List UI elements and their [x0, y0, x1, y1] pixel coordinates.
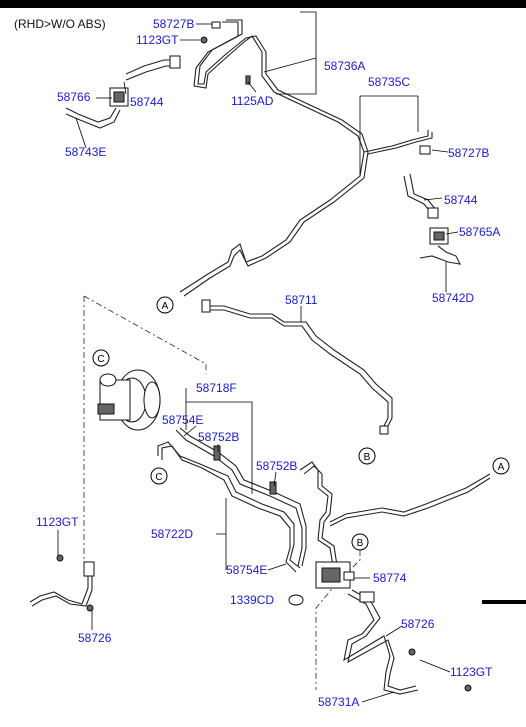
callout-1123GT-left: 1123GT: [36, 515, 79, 529]
callout-58744-right: 58744: [444, 193, 478, 207]
ref-circle-C-booster: C: [92, 349, 110, 367]
clip-58727B-top: [211, 21, 221, 29]
edge-mark: [482, 600, 526, 604]
callout-58754E-lower: 58754E: [226, 563, 267, 577]
brake-hose-left-parallel: [31, 572, 93, 607]
proportioning-valve: [315, 561, 355, 589]
fitting-lower-left: [83, 561, 95, 577]
brake-pipe-58754E: [175, 429, 303, 567]
callout-1123GT-right: 1123GT: [450, 665, 493, 679]
callout-58766: 58766: [57, 90, 91, 104]
top-border: [0, 0, 526, 8]
callout-58743E: 58743E: [65, 145, 106, 159]
clip-58726-left: [86, 604, 94, 612]
brake-pipe-58743E: [65, 107, 117, 123]
brake-pipe-58722D-parallel: [161, 445, 297, 573]
brake-hose-58744-left: [125, 59, 176, 75]
callout-58744-left: 58744: [130, 95, 164, 109]
connector-58766: [109, 87, 129, 107]
fitting-58711-end: [379, 425, 389, 435]
callout-58726-left: 58726: [78, 631, 112, 645]
fitting-right-end: [427, 207, 439, 219]
leader-lines: [57, 11, 459, 703]
callout-58727B-top: 58727B: [153, 17, 194, 31]
ref-circle-A-right: A: [492, 457, 510, 475]
callout-1339CD: 1339CD: [230, 593, 274, 607]
callout-58727B-right: 58727B: [448, 146, 489, 160]
fitting-58752B-left: [213, 445, 221, 461]
svg-text:A: A: [162, 301, 169, 312]
brake-pipe-to-A-parallel: [329, 477, 491, 527]
callout-1125AD: 1125AD: [231, 94, 274, 108]
brake-pipe-58752B: [299, 461, 335, 573]
ref-circle-A-left: A: [156, 296, 174, 314]
ref-circle-C-lower: C: [150, 467, 168, 485]
brake-hose-58744-right-parallel: [409, 173, 437, 211]
callout-58711: 58711: [285, 293, 318, 307]
brake-hose-58744-left-parallel: [125, 65, 176, 81]
brake-pipe-58711: [206, 305, 393, 431]
bolt-1123GT-top: [200, 36, 208, 44]
callout-58726-right: 58726: [401, 617, 435, 631]
brake-hose-left: [29, 570, 89, 605]
brake-pipe-58752B-parallel: [303, 465, 339, 573]
callout-1123GT-top: 1123GT: [136, 33, 179, 47]
svg-text:A: A: [498, 462, 505, 473]
fitting-58711-start: [201, 299, 211, 313]
svg-text:C: C: [155, 472, 162, 483]
svg-text:B: B: [357, 538, 364, 549]
clip-58727B-right: [419, 145, 431, 155]
callout-58731A: 58731A: [318, 695, 359, 709]
variant-note: (RHD>W/O ABS): [14, 17, 106, 31]
callout-58765A: 58765A: [459, 225, 500, 239]
fitting-lower-right: [359, 591, 375, 603]
ref-circle-B-upper: B: [358, 447, 376, 465]
ref-line-C-to-A: [83, 295, 207, 570]
svg-text:C: C: [97, 354, 104, 365]
svg-text:B: B: [364, 452, 371, 463]
brake-pipe-58743E-parallel: [65, 109, 121, 129]
callout-58752B-mid: 58752B: [256, 459, 297, 473]
brake-booster: [97, 369, 161, 431]
bolt-1123GT-right: [464, 684, 472, 692]
callout-58754E-upper: 58754E: [162, 413, 203, 427]
callout-58718F: 58718F: [196, 381, 237, 395]
brake-pipe-58731A: [343, 593, 419, 695]
fitting-58752B-mid: [269, 481, 277, 495]
clip-1125AD: [245, 75, 251, 85]
callout-58774: 58774: [373, 571, 407, 585]
callout-58736A: 58736A: [324, 59, 365, 73]
brake-pipe-58722D: [157, 441, 301, 569]
connector-58765A: [429, 227, 449, 245]
bolt-1123GT-left: [56, 554, 64, 562]
brake-pipe-58736A: [179, 21, 365, 293]
ref-circle-B-lower: B: [351, 533, 369, 551]
callout-58752B-left: 58752B: [198, 430, 239, 444]
brake-pipe-58731A-parallel: [347, 589, 417, 691]
grommet-1339CD: [288, 594, 304, 606]
callout-58742D: 58742D: [432, 291, 474, 305]
fitting-top-left-end: [169, 55, 181, 69]
callout-58735C: 58735C: [368, 75, 410, 89]
brake-pipe-58754E-parallel: [179, 427, 307, 567]
brake-pipe-58742D: [419, 245, 461, 265]
callout-58722D: 58722D: [151, 527, 193, 541]
brake-pipe-58711-parallel: [206, 309, 389, 431]
brake-pipe-58735C-branch: [363, 130, 433, 155]
brake-pipe-58736A-parallel: [183, 19, 369, 297]
clip-58726-right: [408, 648, 416, 656]
brake-pipe-to-A: [329, 473, 491, 523]
